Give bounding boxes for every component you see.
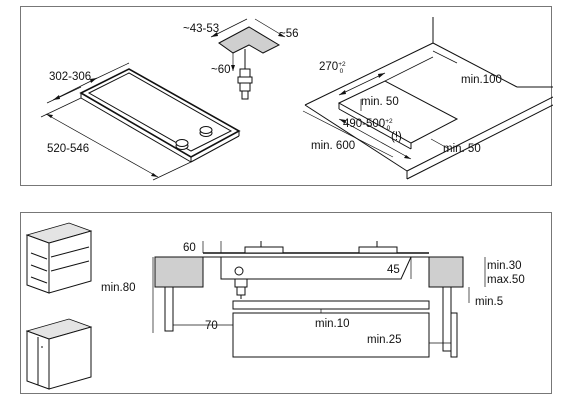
elbow-drop-label: ~60 [211, 64, 231, 76]
drawer-cabinet-thumbnail [25, 222, 93, 294]
cutout-front-dimension [338, 72, 386, 96]
cross-section-panel: min.80 60 45 min.30 max.50 min.5 70 min.… [20, 212, 552, 394]
hob-width-dimension [46, 62, 130, 104]
door-cabinet-thumbnail [25, 318, 93, 390]
side-gap-label: min. 50 [443, 143, 481, 155]
rear-panel [450, 312, 458, 358]
frame-gap-dimension [202, 241, 222, 253]
cutout-depth-tol-minus: 0 [387, 125, 391, 132]
cutout-depth-dimension [338, 118, 412, 160]
hob-cross-section [203, 241, 429, 280]
back-gap-label: min. 600 [311, 140, 355, 152]
elbow-angle-a-label: ~43-53 [183, 23, 219, 35]
cutout-front-tol-minus: 0 [340, 68, 344, 75]
frame-gap-label: 60 [183, 242, 196, 254]
worktop-left-section [154, 256, 204, 288]
cutout-front-value: 270 [319, 61, 338, 73]
cross-section-drawing: min.80 60 45 min.30 max.50 min.5 70 min.… [25, 222, 525, 390]
wall-gap-label: min.100 [461, 74, 502, 86]
hob-control-knob [175, 139, 189, 150]
min-height-label: min.80 [101, 282, 136, 294]
intermediate-shelf [232, 300, 430, 310]
hob-outline [79, 68, 241, 163]
hob-depth-label: 520-546 [47, 143, 89, 155]
worktop-right-section [428, 256, 464, 288]
worktop-outline [304, 17, 553, 180]
wall-gap-dimension [384, 50, 458, 82]
top-thickness-max-label: max.50 [487, 274, 525, 286]
front-gap-label: min. 50 [361, 96, 399, 108]
hob-depth-dimension [40, 97, 192, 181]
hob-width-label: 302-306 [49, 71, 91, 83]
installation-view-drawing: 302-306 520-546 ~43-53 ~56 ~60 [40, 17, 553, 181]
worktop-cutout [337, 80, 459, 150]
back-gap-dimension [302, 110, 394, 158]
cabinet-side-panel [164, 286, 174, 332]
side-clearance-label: min.5 [475, 296, 503, 308]
elbow-angle-b-label: ~56 [279, 28, 299, 40]
installation-view-panel: 302-306 520-546 ~43-53 ~56 ~60 [20, 6, 553, 186]
hob-control-knob [199, 126, 213, 137]
gas-inlet-fitting [234, 278, 248, 299]
gas-connection-elbow [210, 18, 286, 100]
side-gap-dimension [430, 138, 450, 150]
cutout-depth-tol-plus: +2 [385, 118, 393, 125]
cutout-warning: (!) [391, 131, 402, 143]
tray-depth-label: 45 [387, 264, 400, 276]
cabinet-side-panel [442, 286, 452, 352]
drawer-gap-label: 70 [205, 320, 218, 332]
cutout-depth-value: 490-500 [343, 118, 385, 130]
drawer-front [232, 312, 430, 358]
back-gap-label: min.25 [367, 334, 402, 346]
shelf-gap-label: min.10 [315, 318, 350, 330]
top-thickness-min-label: min.30 [487, 260, 522, 272]
cutout-front-tol-plus: +2 [338, 61, 346, 68]
